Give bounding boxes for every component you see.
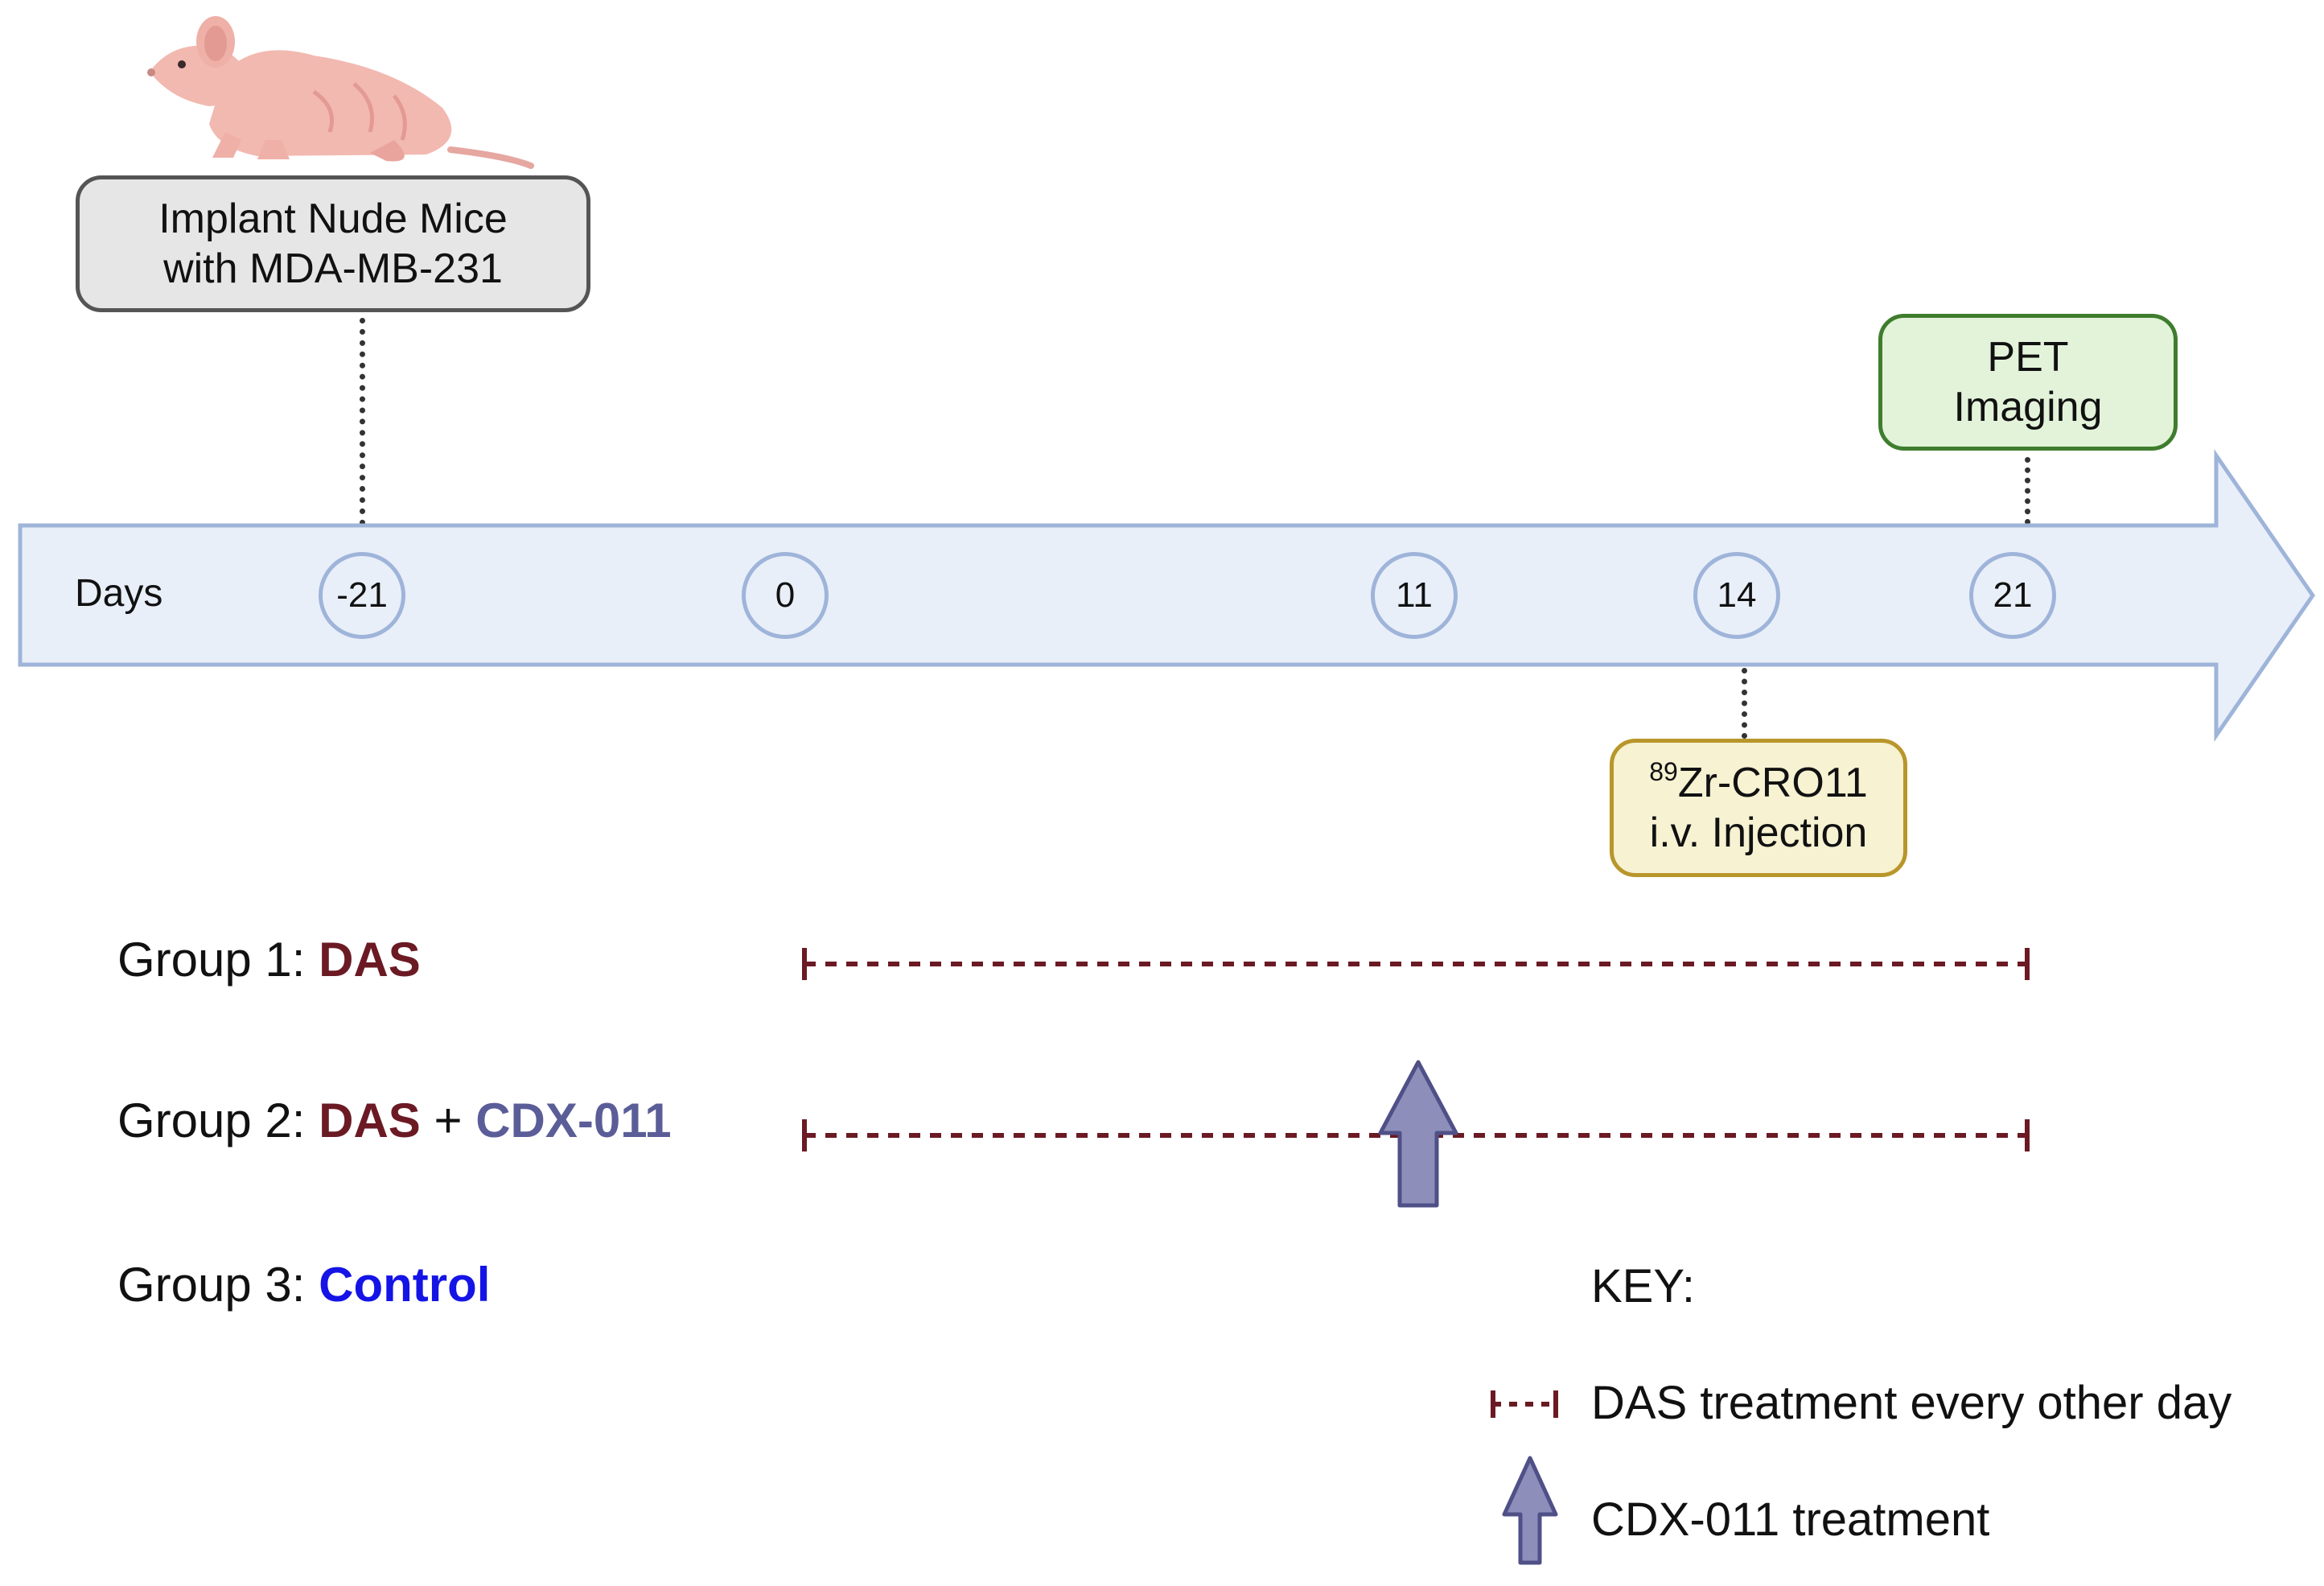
- day-marker: 0: [742, 552, 829, 639]
- day-marker: 14: [1693, 552, 1780, 639]
- pet-line-2: Imaging: [1953, 384, 2103, 430]
- injection-line-2: i.v. Injection: [1649, 809, 1868, 856]
- injection-event-box: 89Zr-CRO11 i.v. Injection: [1610, 739, 1907, 877]
- implant-line-1: Implant Nude Mice: [158, 196, 508, 242]
- group-2-cdx-arrow: [1378, 1060, 1458, 1208]
- pet-imaging-box: PET Imaging: [1878, 314, 2178, 451]
- group-2-plus: +: [420, 1094, 476, 1147]
- group-2-drug-2: CDX-011: [475, 1094, 672, 1147]
- group-3-drug: Control: [319, 1258, 491, 1312]
- group-1-das-treatment-bar: [802, 948, 2030, 980]
- group-3-prefix: Group 3:: [117, 1258, 319, 1312]
- pet-connector: [2025, 457, 2030, 525]
- nude-mouse-illustration: [147, 16, 534, 169]
- injection-agent: Zr-CRO11: [1677, 760, 1868, 806]
- isotope-mass: 89: [1649, 757, 1678, 786]
- injection-connector: [1742, 668, 1747, 739]
- implant-line-2: with MDA-MB-231: [163, 245, 503, 292]
- group-2-label: Group 2: DAS + CDX-011: [117, 1093, 672, 1148]
- implant-event-box: Implant Nude Mice with MDA-MB-231: [76, 175, 590, 312]
- injection-line-1: 89Zr-CRO11: [1649, 758, 1868, 808]
- group-2-prefix: Group 2:: [117, 1094, 319, 1147]
- group-1-drug: DAS: [319, 933, 421, 987]
- implant-connector: [360, 318, 365, 525]
- das-key-label: DAS treatment every other day: [1591, 1377, 2232, 1429]
- day-marker: 21: [1969, 552, 2056, 639]
- group-1-prefix: Group 1:: [117, 933, 319, 987]
- key-title: KEY:: [1591, 1260, 1695, 1312]
- pet-line-1: PET: [1987, 334, 2069, 381]
- day-marker: -21: [319, 552, 405, 639]
- group-3-label: Group 3: Control: [117, 1257, 490, 1312]
- cdx-key-label: CDX-011 treatment: [1591, 1493, 1990, 1546]
- days-axis-label: Days: [75, 572, 163, 615]
- group-2-drug-1: DAS: [319, 1094, 421, 1147]
- day-marker: 11: [1371, 552, 1458, 639]
- group-1-label: Group 1: DAS: [117, 932, 421, 987]
- das-key-symbol: [1491, 1390, 1558, 1418]
- cdx-key-symbol: [1502, 1456, 1558, 1565]
